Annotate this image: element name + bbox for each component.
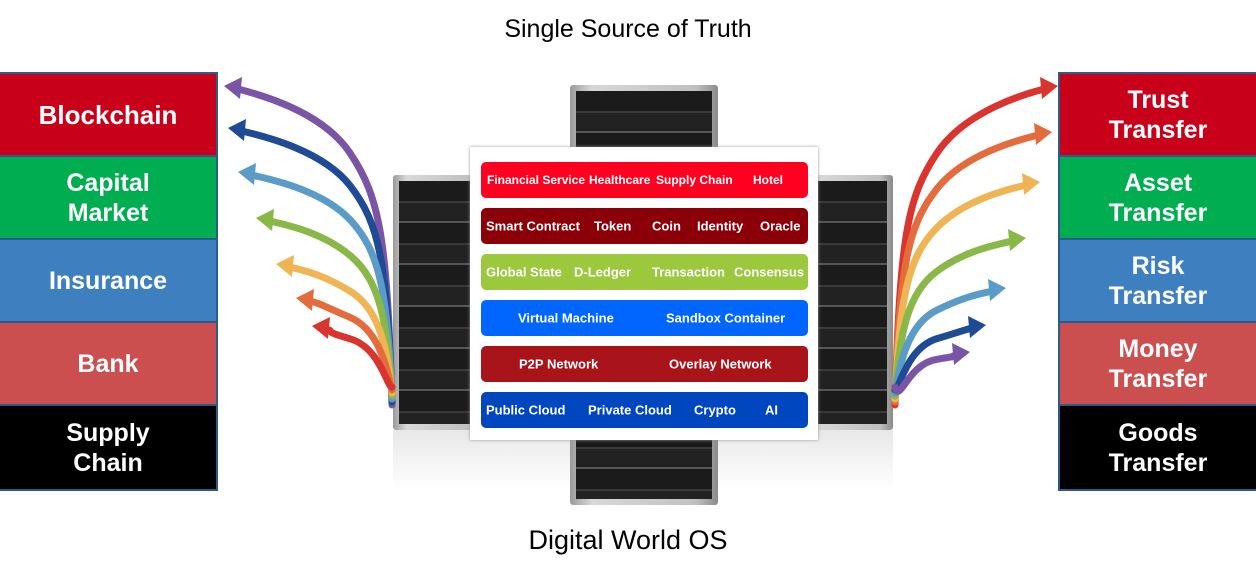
- layer-item: Coin: [652, 218, 681, 234]
- layer-item: Overlay Network: [669, 356, 772, 372]
- server-left: [393, 175, 483, 430]
- os-stack-panel: Financial Service Healthcare Supply Chai…: [470, 147, 818, 440]
- layer-applications: Financial Service Healthcare Supply Chai…: [481, 162, 808, 198]
- bottom-title: Digital World OS: [528, 525, 728, 555]
- layer-item: Public Cloud: [486, 402, 566, 418]
- layer-item: Transaction: [652, 264, 725, 280]
- right-box-money-transfer: Money Transfer: [1060, 323, 1256, 406]
- layer-item: Healthcare: [589, 173, 651, 187]
- left-box-blockchain: Blockchain: [0, 74, 216, 157]
- right-box-goods-transfer: Goods Transfer: [1060, 406, 1256, 489]
- layer-item: Global State: [486, 264, 562, 280]
- layer-item: Oracle: [760, 218, 801, 234]
- right-box-risk-transfer: Risk Transfer: [1060, 240, 1256, 323]
- layer-item: Crypto: [694, 402, 736, 418]
- layer-item: D-Ledger: [574, 264, 632, 280]
- top-title: Single Source of Truth: [504, 15, 752, 43]
- layer-item: Consensus: [734, 264, 805, 280]
- layer-infrastructure: Public Cloud Private Cloud Crypto AI: [481, 392, 808, 428]
- server-right: [805, 175, 893, 430]
- arrow-right: [891, 279, 1006, 397]
- arrow-right: [891, 343, 970, 395]
- right-box-asset-transfer: Asset Transfer: [1060, 157, 1256, 240]
- left-box-supply-chain: Supply Chain: [0, 406, 216, 489]
- arrow-right: [891, 123, 1052, 406]
- arrow-left: [228, 119, 396, 406]
- layer-item: Virtual Machine: [518, 310, 614, 326]
- arrow-left: [296, 289, 396, 394]
- layer-item: Smart Contract: [486, 218, 580, 234]
- layer-ledger: Global State D-Ledger Transaction Consen…: [481, 254, 808, 290]
- left-box-bank: Bank: [0, 323, 216, 406]
- layer-item: Identity: [697, 218, 744, 234]
- right-box-trust-transfer: Trust Transfer: [1060, 74, 1256, 157]
- layer-item: Financial Service: [487, 173, 586, 187]
- arrow-right: [891, 229, 1026, 400]
- layer-item: AI: [765, 402, 778, 418]
- layer-item: Sandbox Container: [666, 310, 786, 326]
- layer-network: P2P Network Overlay Network: [481, 346, 808, 382]
- layer-contracts: Smart Contract Token Coin Identity Oracl…: [481, 208, 808, 244]
- arrow-left: [312, 317, 396, 391]
- arrow-right: [891, 173, 1040, 403]
- left-box-capital-market: Capital Market: [0, 157, 216, 240]
- arrow-right: [891, 77, 1058, 409]
- right-categories: Trust Transfer Asset Transfer Risk Trans…: [1058, 72, 1256, 491]
- layer-item: Hotel: [753, 173, 783, 187]
- layer-item: Supply Chain: [656, 173, 733, 187]
- layer-item: Token: [594, 218, 632, 234]
- left-categories: Blockchain Capital Market Insurance Bank…: [0, 72, 218, 491]
- layer-runtime: Virtual Machine Sandbox Container: [481, 300, 808, 336]
- layer-item: Private Cloud: [588, 402, 672, 418]
- arrow-left: [256, 209, 396, 400]
- left-box-insurance: Insurance: [0, 240, 216, 323]
- arrow-left: [276, 255, 396, 397]
- arrow-right: [891, 316, 986, 394]
- layer-item: P2P Network: [519, 356, 599, 372]
